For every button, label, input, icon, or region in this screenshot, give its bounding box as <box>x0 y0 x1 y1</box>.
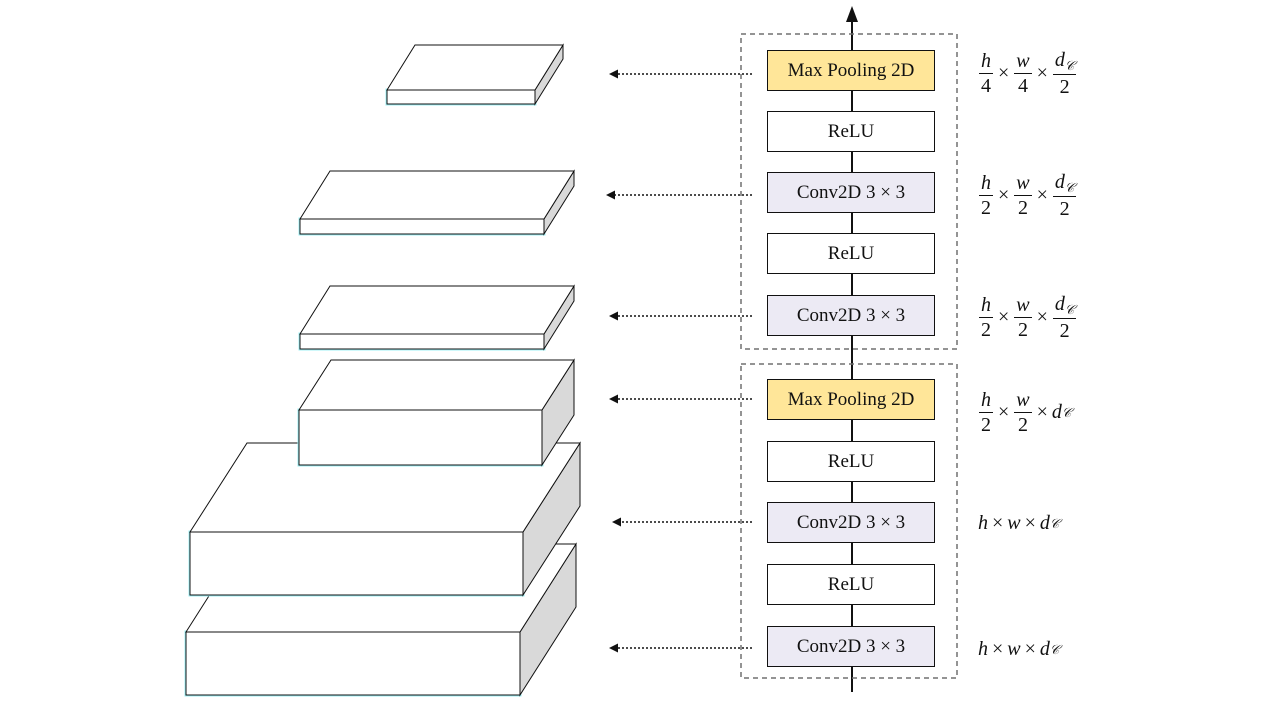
feature-map-block-2 <box>298 169 575 236</box>
layer-relu-1: ReLU <box>767 564 935 605</box>
layer-conv2d-3: Conv2D 3 × 3 <box>767 295 935 336</box>
feature-map-block-4 <box>297 358 575 467</box>
layer-conv2d-1: Conv2D 3 × 3 <box>767 626 935 667</box>
layer-relu-4: ReLU <box>767 111 935 152</box>
layer-relu-2: ReLU <box>767 441 935 482</box>
bottom-block-frame <box>740 363 958 679</box>
feature-map-block-3 <box>298 284 575 351</box>
feature-map-block-5 <box>188 441 581 597</box>
layer-max-pooling-2d-top: Max Pooling 2D <box>767 50 935 91</box>
layer-conv2d-4: Conv2D 3 × 3 <box>767 172 935 213</box>
layer-relu-3: ReLU <box>767 233 935 274</box>
layer-max-pooling-2d-bottom: Max Pooling 2D <box>767 379 935 420</box>
layer-conv2d-2: Conv2D 3 × 3 <box>767 502 935 543</box>
top-block-frame <box>740 33 958 350</box>
feature-map-block-1 <box>385 43 564 106</box>
